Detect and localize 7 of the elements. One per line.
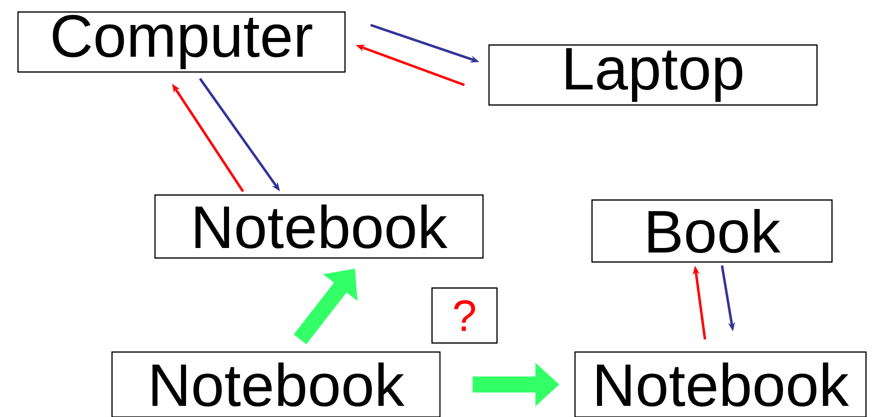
text-box: Computer bbox=[17, 11, 346, 73]
text-box: Notebook bbox=[574, 351, 867, 417]
text-box: Notebook bbox=[154, 194, 484, 259]
text-box: Book bbox=[591, 199, 833, 263]
text-box: Notebook bbox=[111, 351, 441, 417]
text-box: Laptop bbox=[488, 44, 818, 106]
text-box: ? bbox=[431, 287, 498, 344]
